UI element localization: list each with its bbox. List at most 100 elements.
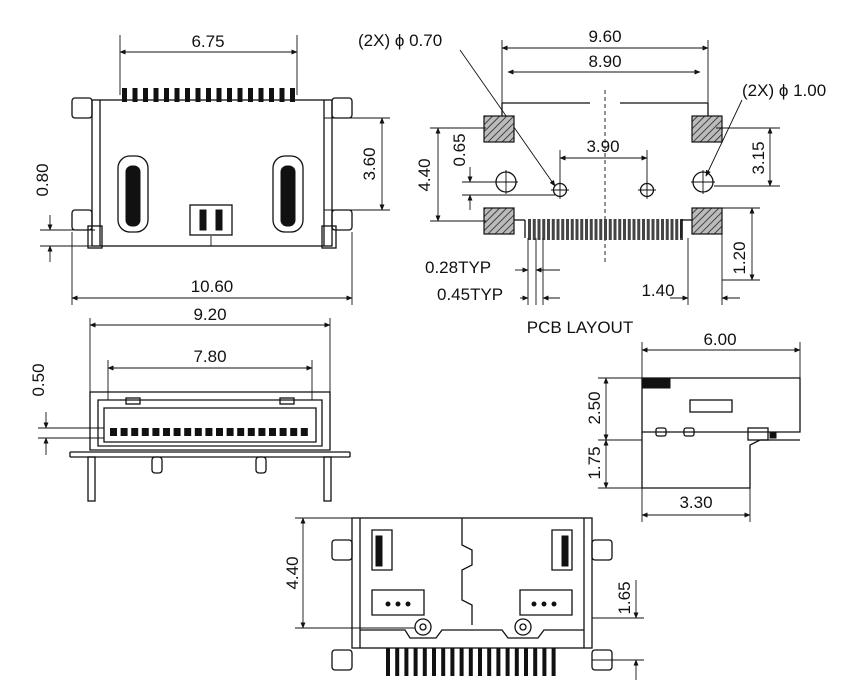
bottom-pin	[386, 648, 390, 676]
dim-pcb-outer-width: 9.60	[588, 27, 621, 46]
pcb-pad	[594, 219, 598, 240]
pcb-pad	[632, 219, 636, 240]
bottom-pin	[404, 648, 409, 676]
top-pin	[132, 88, 138, 102]
pcb-pad	[623, 219, 626, 240]
dim-side-length: 6.00	[703, 330, 736, 349]
front-contact	[247, 428, 255, 436]
dim-bottom-height: 4.40	[283, 556, 302, 589]
bottom-pin	[468, 648, 473, 676]
front-contacts	[110, 428, 308, 436]
dim-front-height: 0.50	[29, 363, 48, 396]
pcb-pad	[661, 219, 664, 240]
pcb-pad	[613, 219, 617, 240]
bottom-pin	[496, 648, 501, 676]
pcb-layout-title: PCB LAYOUT	[527, 318, 633, 337]
top-pin	[164, 88, 169, 102]
pcb-pad	[566, 219, 569, 240]
dim-side-lower: 1.75	[585, 446, 604, 479]
top-pin	[143, 88, 148, 102]
bottom-pin	[533, 648, 538, 676]
pcb-pad	[651, 219, 655, 240]
top-pin	[258, 88, 264, 102]
top-pin	[185, 88, 190, 102]
pcb-pad	[551, 219, 555, 240]
top-pin	[153, 88, 159, 102]
front-contact	[131, 428, 139, 436]
pcb-pad	[542, 219, 546, 240]
dim-pcb-vert-small: 0.65	[450, 133, 469, 166]
top-pin	[269, 88, 274, 102]
front-contact	[205, 428, 213, 436]
pcb-pad	[646, 219, 650, 240]
pcb-pad	[580, 219, 584, 240]
dim-pcb-pad-width: 0.28TYP	[425, 258, 491, 277]
pcb-pad	[608, 219, 612, 240]
dim-side-upper: 2.50	[585, 391, 604, 424]
pcb-pad	[618, 219, 622, 240]
front-contact	[300, 428, 308, 436]
bottom-pin	[478, 648, 482, 676]
pcb-signal-pads	[528, 219, 683, 240]
dim-top-pin-width: 6.75	[191, 32, 224, 51]
pcb-pad	[575, 219, 579, 240]
pcb-pad	[585, 219, 588, 240]
dim-top-overall-width: 10.60	[191, 277, 234, 296]
dim-front-inner-width: 7.80	[193, 347, 226, 366]
note-small-holes: (2X) ϕ 0.70	[358, 31, 442, 50]
bottom-pin	[514, 648, 519, 676]
bottom-pin	[450, 648, 455, 676]
top-view: 6.75 3.60 0.80	[33, 32, 390, 305]
front-contact	[120, 428, 128, 436]
top-pin	[122, 88, 127, 102]
dim-front-outer-width: 9.20	[193, 305, 226, 324]
front-contact	[226, 428, 234, 436]
front-contact	[258, 428, 266, 436]
pcb-pad	[599, 219, 603, 240]
bottom-pin	[505, 648, 510, 676]
bottom-pin	[487, 648, 492, 676]
pcb-pad	[665, 219, 669, 240]
bottom-pin	[413, 648, 418, 676]
pcb-pad	[556, 219, 560, 240]
bottom-pin	[441, 648, 446, 676]
front-contact	[173, 428, 181, 436]
top-pin	[248, 88, 253, 102]
pcb-pad	[570, 219, 574, 240]
bottom-pin	[432, 648, 436, 676]
front-contact	[269, 428, 276, 436]
front-contact	[216, 428, 223, 436]
dim-top-height: 3.60	[360, 147, 379, 180]
dim-pcb-hole-spacing: 3.90	[586, 137, 619, 156]
bottom-pin	[459, 648, 464, 676]
front-contact	[279, 428, 287, 436]
dim-side-foot: 3.30	[679, 493, 712, 512]
pcb-pad	[637, 219, 641, 240]
dim-top-offset: 0.80	[33, 163, 52, 196]
dim-pcb-vert-total: 4.40	[415, 158, 434, 191]
pcb-pad	[532, 219, 536, 240]
pcb-pad	[604, 219, 607, 240]
front-contact	[110, 428, 117, 436]
front-contact	[184, 428, 192, 436]
top-pin	[290, 88, 295, 102]
dim-pcb-edge-offset: 1.40	[641, 281, 674, 300]
front-contact	[152, 428, 160, 436]
pcb-layout: 9.60 8.90 (2X) ϕ 0.70 (2X) ϕ 1.00	[358, 27, 826, 337]
bottom-view: 4.40 1.65	[283, 517, 644, 680]
pcb-pad	[627, 219, 631, 240]
top-pin	[216, 88, 222, 102]
side-view: 6.00 2.50 1.75 3.30	[585, 330, 801, 522]
pcb-pad	[642, 219, 645, 240]
front-contact	[290, 428, 298, 436]
front-contact	[141, 428, 149, 436]
top-pin	[195, 88, 201, 102]
bottom-pin	[395, 648, 400, 676]
pcb-pad	[537, 219, 541, 240]
pcb-pad	[675, 219, 679, 240]
pcb-pad	[528, 219, 531, 240]
top-pin	[227, 88, 232, 102]
pcb-pad	[561, 219, 565, 240]
dim-bottom-offset: 1.65	[615, 581, 634, 614]
